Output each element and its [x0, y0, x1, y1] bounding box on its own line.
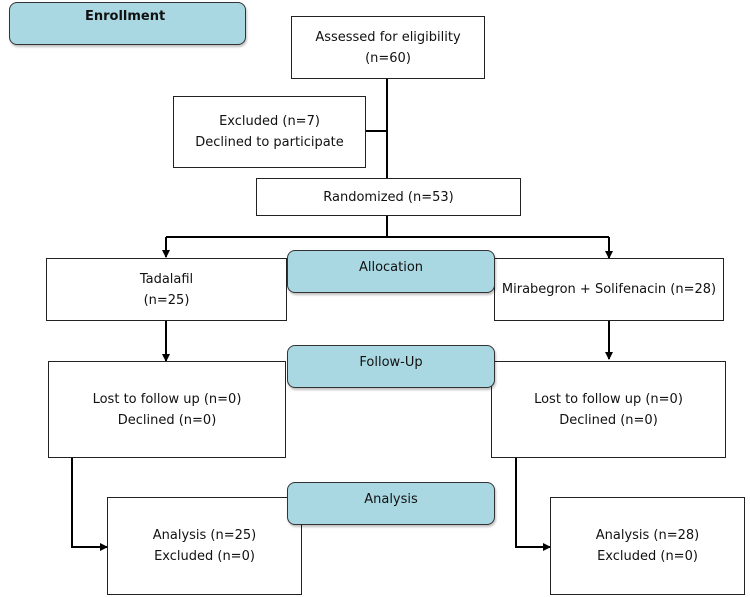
assessed-count: (n=60) [365, 50, 411, 66]
tadalafil-count: (n=25) [143, 292, 190, 308]
tadalafil-box: Tadalafil (n=25) [46, 258, 287, 321]
left-analysis-box: Analysis (n=25) Excluded (n=0) [107, 497, 302, 595]
stage-allocation: Allocation [287, 250, 495, 293]
left-lost-followup: Lost to follow up (n=0) [92, 391, 242, 407]
right-lost-followup: Lost to follow up (n=0) [534, 391, 683, 407]
stage-allocation-label: Allocation [358, 260, 424, 275]
arrow-right-analysis [515, 458, 551, 551]
excluded-reason: Declined to participate [195, 135, 344, 150]
assessed-box: Assessed for eligibility (n=60) [291, 16, 485, 79]
arrow-left-analysis [71, 458, 108, 551]
left-analysis-count: Analysis (n=25) [152, 528, 257, 543]
mirabegron-box: Mirabegron + Solifenacin (n=28) [494, 258, 724, 321]
randomized-label: Randomized (n=53) [323, 189, 454, 205]
stage-enrollment: Enrollment [9, 2, 246, 45]
left-analysis-excluded: Excluded (n=0) [154, 549, 255, 564]
left-followup-box: Lost to follow up (n=0) Declined (n=0) [48, 361, 286, 458]
left-declined: Declined (n=0) [117, 412, 217, 428]
tadalafil-name: Tadalafil [139, 271, 194, 287]
excluded-count: Excluded (n=7) [219, 114, 320, 129]
right-followup-box: Lost to follow up (n=0) Declined (n=0) [491, 361, 726, 458]
right-analysis-count: Analysis (n=28) [595, 528, 700, 543]
right-declined: Declined (n=0) [559, 412, 658, 428]
stage-analysis-label: Analysis [364, 492, 418, 507]
assessed-title: Assessed for eligibility [315, 29, 461, 45]
stage-follow-up: Follow-Up [287, 345, 495, 388]
mirabegron-name: Mirabegron + Solifenacin (n=28) [501, 282, 717, 297]
right-analysis-excluded: Excluded (n=0) [597, 549, 698, 564]
right-analysis-box: Analysis (n=28) Excluded (n=0) [550, 497, 745, 595]
excluded-box: Excluded (n=7) Declined to participate [173, 96, 366, 168]
randomized-box: Randomized (n=53) [256, 178, 521, 216]
stage-enrollment-label: Enrollment [85, 9, 166, 24]
stage-follow-up-label: Follow-Up [359, 355, 423, 370]
stage-analysis: Analysis [287, 482, 495, 525]
